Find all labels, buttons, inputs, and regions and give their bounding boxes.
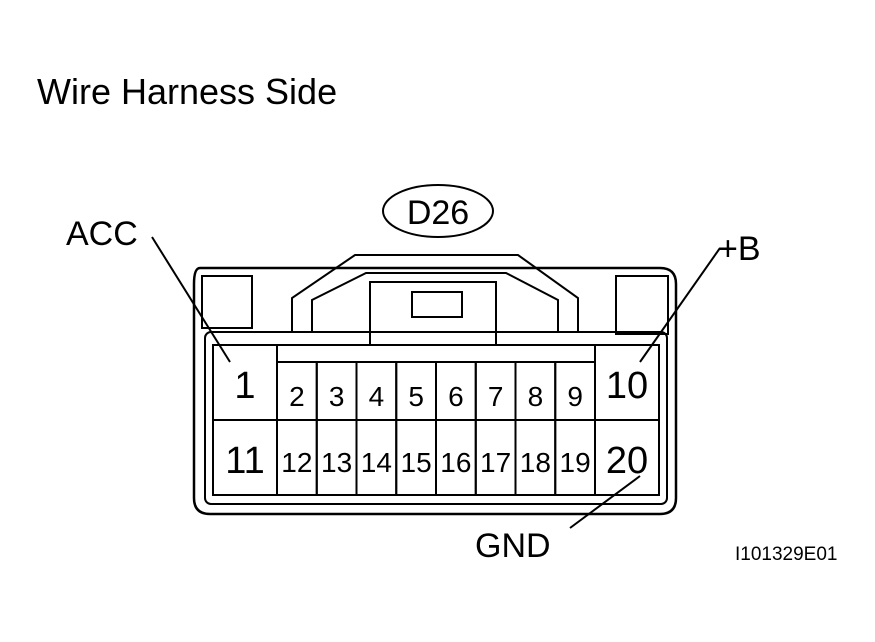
pin-label-9: 9 [567, 381, 583, 412]
callout-acc-leader [151, 236, 231, 363]
figure-code: I101329E01 [735, 544, 838, 565]
callout-plus-b-label: +B [718, 230, 761, 268]
connector-id-label: D26 [407, 194, 469, 232]
pin-label-14: 14 [361, 447, 392, 478]
connector-id-ellipse [382, 184, 494, 238]
pin-label-4: 4 [369, 381, 385, 412]
pin-label-5: 5 [408, 381, 424, 412]
diagram-title: Wire Harness Side [37, 71, 337, 112]
pin-label-2: 2 [289, 381, 305, 412]
callout-gnd-leader [569, 475, 641, 529]
callout-acc-label: ACC [66, 215, 138, 253]
pin-label-13: 13 [321, 447, 352, 478]
right-latch-tab [615, 275, 669, 335]
pin-label-16: 16 [440, 447, 471, 478]
pin-row-bottom: 11 12 13 14 15 16 17 18 19 20 [212, 419, 660, 496]
callout-plus-b-leader [639, 247, 721, 363]
left-latch-tab [201, 275, 253, 329]
lock-tab-inner [311, 272, 559, 332]
pin-label-12: 12 [281, 447, 312, 478]
pin-label-11: 11 [225, 440, 264, 482]
lock-tab-inner-top [369, 281, 497, 345]
pin-label-17: 17 [480, 447, 511, 478]
connector-inner-frame [204, 331, 668, 505]
lock-tab-outer [291, 254, 579, 332]
pin-label-19: 19 [560, 447, 591, 478]
pin-label-10: 10 [606, 365, 648, 407]
pin-label-15: 15 [401, 447, 432, 478]
pin-label-18: 18 [520, 447, 551, 478]
pin-cell-20 [594, 419, 660, 496]
pin-label-20: 20 [606, 440, 648, 482]
pin-label-1: 1 [234, 365, 255, 407]
pin-label-7: 7 [488, 381, 504, 412]
pin-label-8: 8 [528, 381, 544, 412]
pin-label-6: 6 [448, 381, 464, 412]
lock-key [411, 291, 463, 318]
pin-label-3: 3 [329, 381, 345, 412]
callout-gnd-label: GND [475, 527, 551, 565]
